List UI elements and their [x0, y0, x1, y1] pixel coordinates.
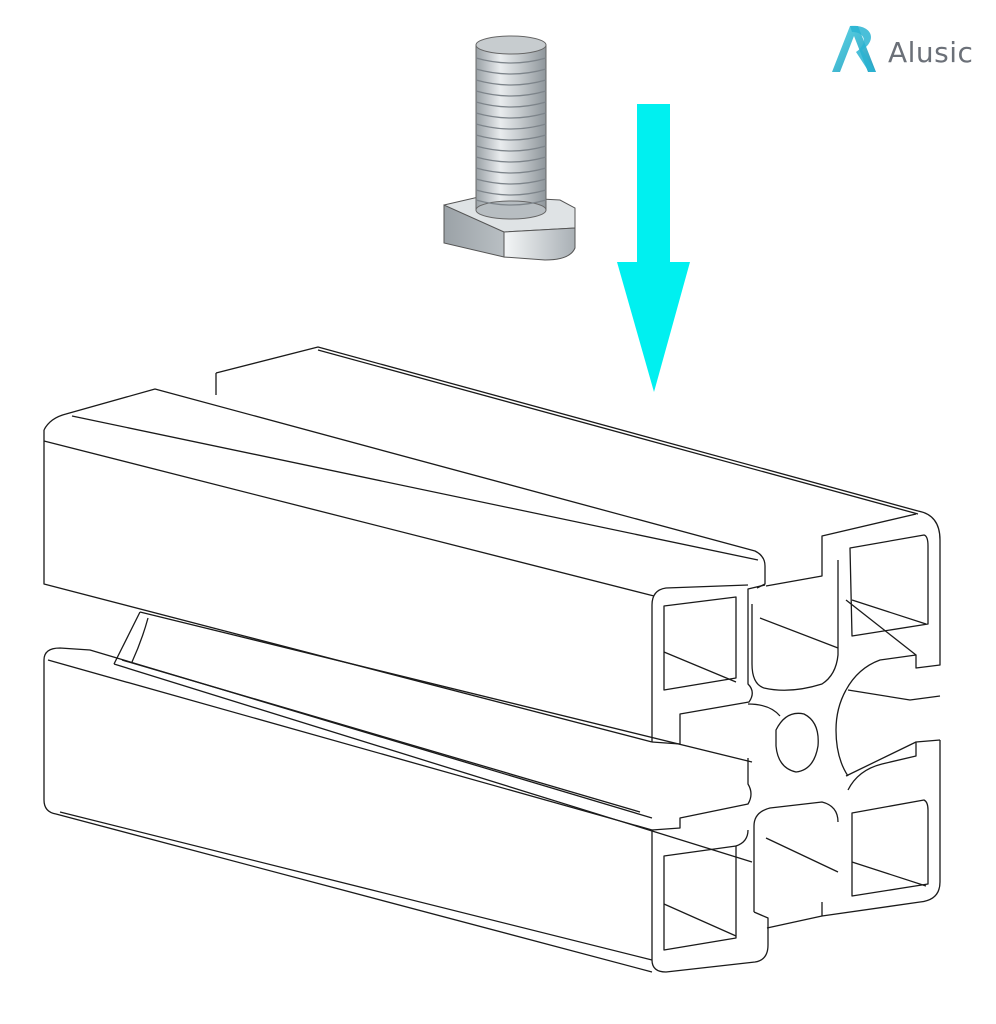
aluminum-extrusion-profile-icon	[43, 346, 941, 973]
t-bolt-icon	[443, 35, 576, 261]
brand-logo: Alusic	[826, 18, 986, 78]
alusic-logo-icon	[832, 25, 876, 72]
brand-name: Alusic	[888, 36, 974, 69]
down-arrow-icon	[617, 104, 690, 392]
